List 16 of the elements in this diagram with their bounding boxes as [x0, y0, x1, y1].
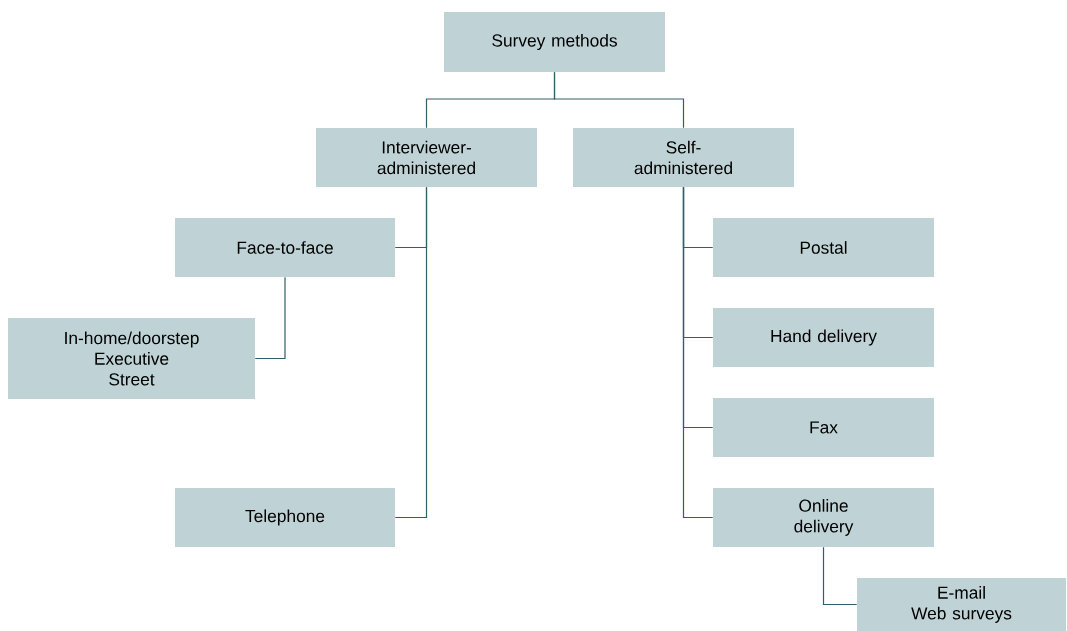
connector-line [822, 546, 858, 606]
category-box: Telephone [175, 488, 395, 547]
connector-line [394, 186, 428, 519]
category-box: In-home/doorstep Executive Street [8, 318, 255, 399]
connector-line [682, 186, 714, 519]
category-box: Fax [713, 398, 934, 457]
category-box: E-mail Web surveys [857, 578, 1066, 631]
category-box: Self- administered [573, 128, 794, 187]
category-box: Hand delivery [713, 308, 934, 367]
category-box: Interviewer- administered [316, 128, 537, 187]
connector-line [254, 276, 286, 360]
category-box: Survey methods [444, 12, 665, 72]
category-box: Postal [713, 218, 934, 277]
category-box: Online delivery [713, 488, 934, 547]
category-box: Face-to-face [175, 218, 395, 277]
connector-line [553, 71, 685, 129]
